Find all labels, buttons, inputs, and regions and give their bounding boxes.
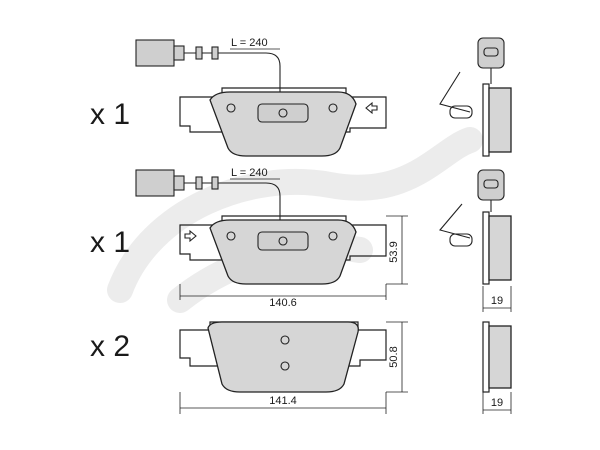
row-2-wear-sensor: L = 240: [135, 167, 281, 228]
row-3-thickness-label: 19: [491, 397, 503, 409]
row-3-side-friction: [488, 325, 512, 389]
row-1-friction-pad: [209, 91, 357, 157]
row-2-direction-arrow-icon: [184, 229, 197, 243]
row-1-side-backing: [482, 83, 490, 157]
row-1-wear-sensor: L = 240: [135, 37, 281, 100]
row-2-thickness-label: 19: [491, 295, 503, 307]
row-1-sensor-clip: [257, 103, 309, 123]
row-2-pad-side-view: 19: [439, 169, 512, 312]
row-2-spring-clip: [439, 203, 471, 239]
row-3-height-label: 50.8: [388, 346, 400, 367]
row-3-width-dimension-line: [179, 392, 387, 414]
row-2-sensor-wire: [184, 182, 281, 228]
row-1-direction-arrow-icon: [365, 101, 378, 115]
row-3-pad-front-view: 50.8 141.4: [179, 321, 408, 414]
row-1-quantity: x 1: [90, 98, 130, 131]
row-3-backing-plate: [179, 321, 387, 367]
row-1-sensor-wire: [184, 52, 281, 100]
row-1-sensor-connector: [135, 39, 175, 67]
row-1-side-connector: [477, 37, 505, 69]
row-2-width-label: 140.6: [269, 297, 297, 309]
row-1-spring-clip: [439, 71, 471, 113]
row-1-pad-side-view: [439, 37, 512, 157]
row-2-wire-length: L = 240: [231, 167, 268, 179]
row-3-width-label: 141.4: [269, 395, 297, 407]
row-3-height-dimension-line: [386, 321, 408, 393]
row-1-pad-front-view: [179, 87, 387, 157]
row-1-side-friction: [488, 87, 512, 153]
row-1-backing-plate: [179, 87, 387, 133]
row-2-sensor-clip: [257, 231, 309, 251]
row-3-quantity: x 2: [90, 330, 130, 363]
row-3-pad-side-view: 19: [482, 321, 512, 414]
row-2-pad-front-view: 53.9 140.6: [179, 215, 408, 309]
row-3-side-backing: [482, 321, 490, 393]
row-2-width-dimension-line: [179, 284, 387, 300]
row-2-backing-plate: [179, 215, 387, 261]
row-1-wire-length: L = 240: [231, 37, 268, 49]
row-2-height-dimension-line: [386, 215, 408, 285]
row-2-height-label: 53.9: [388, 241, 400, 262]
row-3-friction-pad: [207, 321, 359, 393]
row-2-friction-pad: [209, 219, 357, 285]
row-2-side-connector: [477, 169, 505, 201]
row-2-sensor-connector: [135, 169, 175, 197]
row-2-thickness-dimension-line: [482, 286, 512, 312]
row-2-side-friction: [488, 215, 512, 281]
row-2-quantity: x 1: [90, 226, 130, 259]
row-3-thickness-dimension-line: [482, 392, 512, 414]
row-2-side-backing: [482, 211, 490, 285]
